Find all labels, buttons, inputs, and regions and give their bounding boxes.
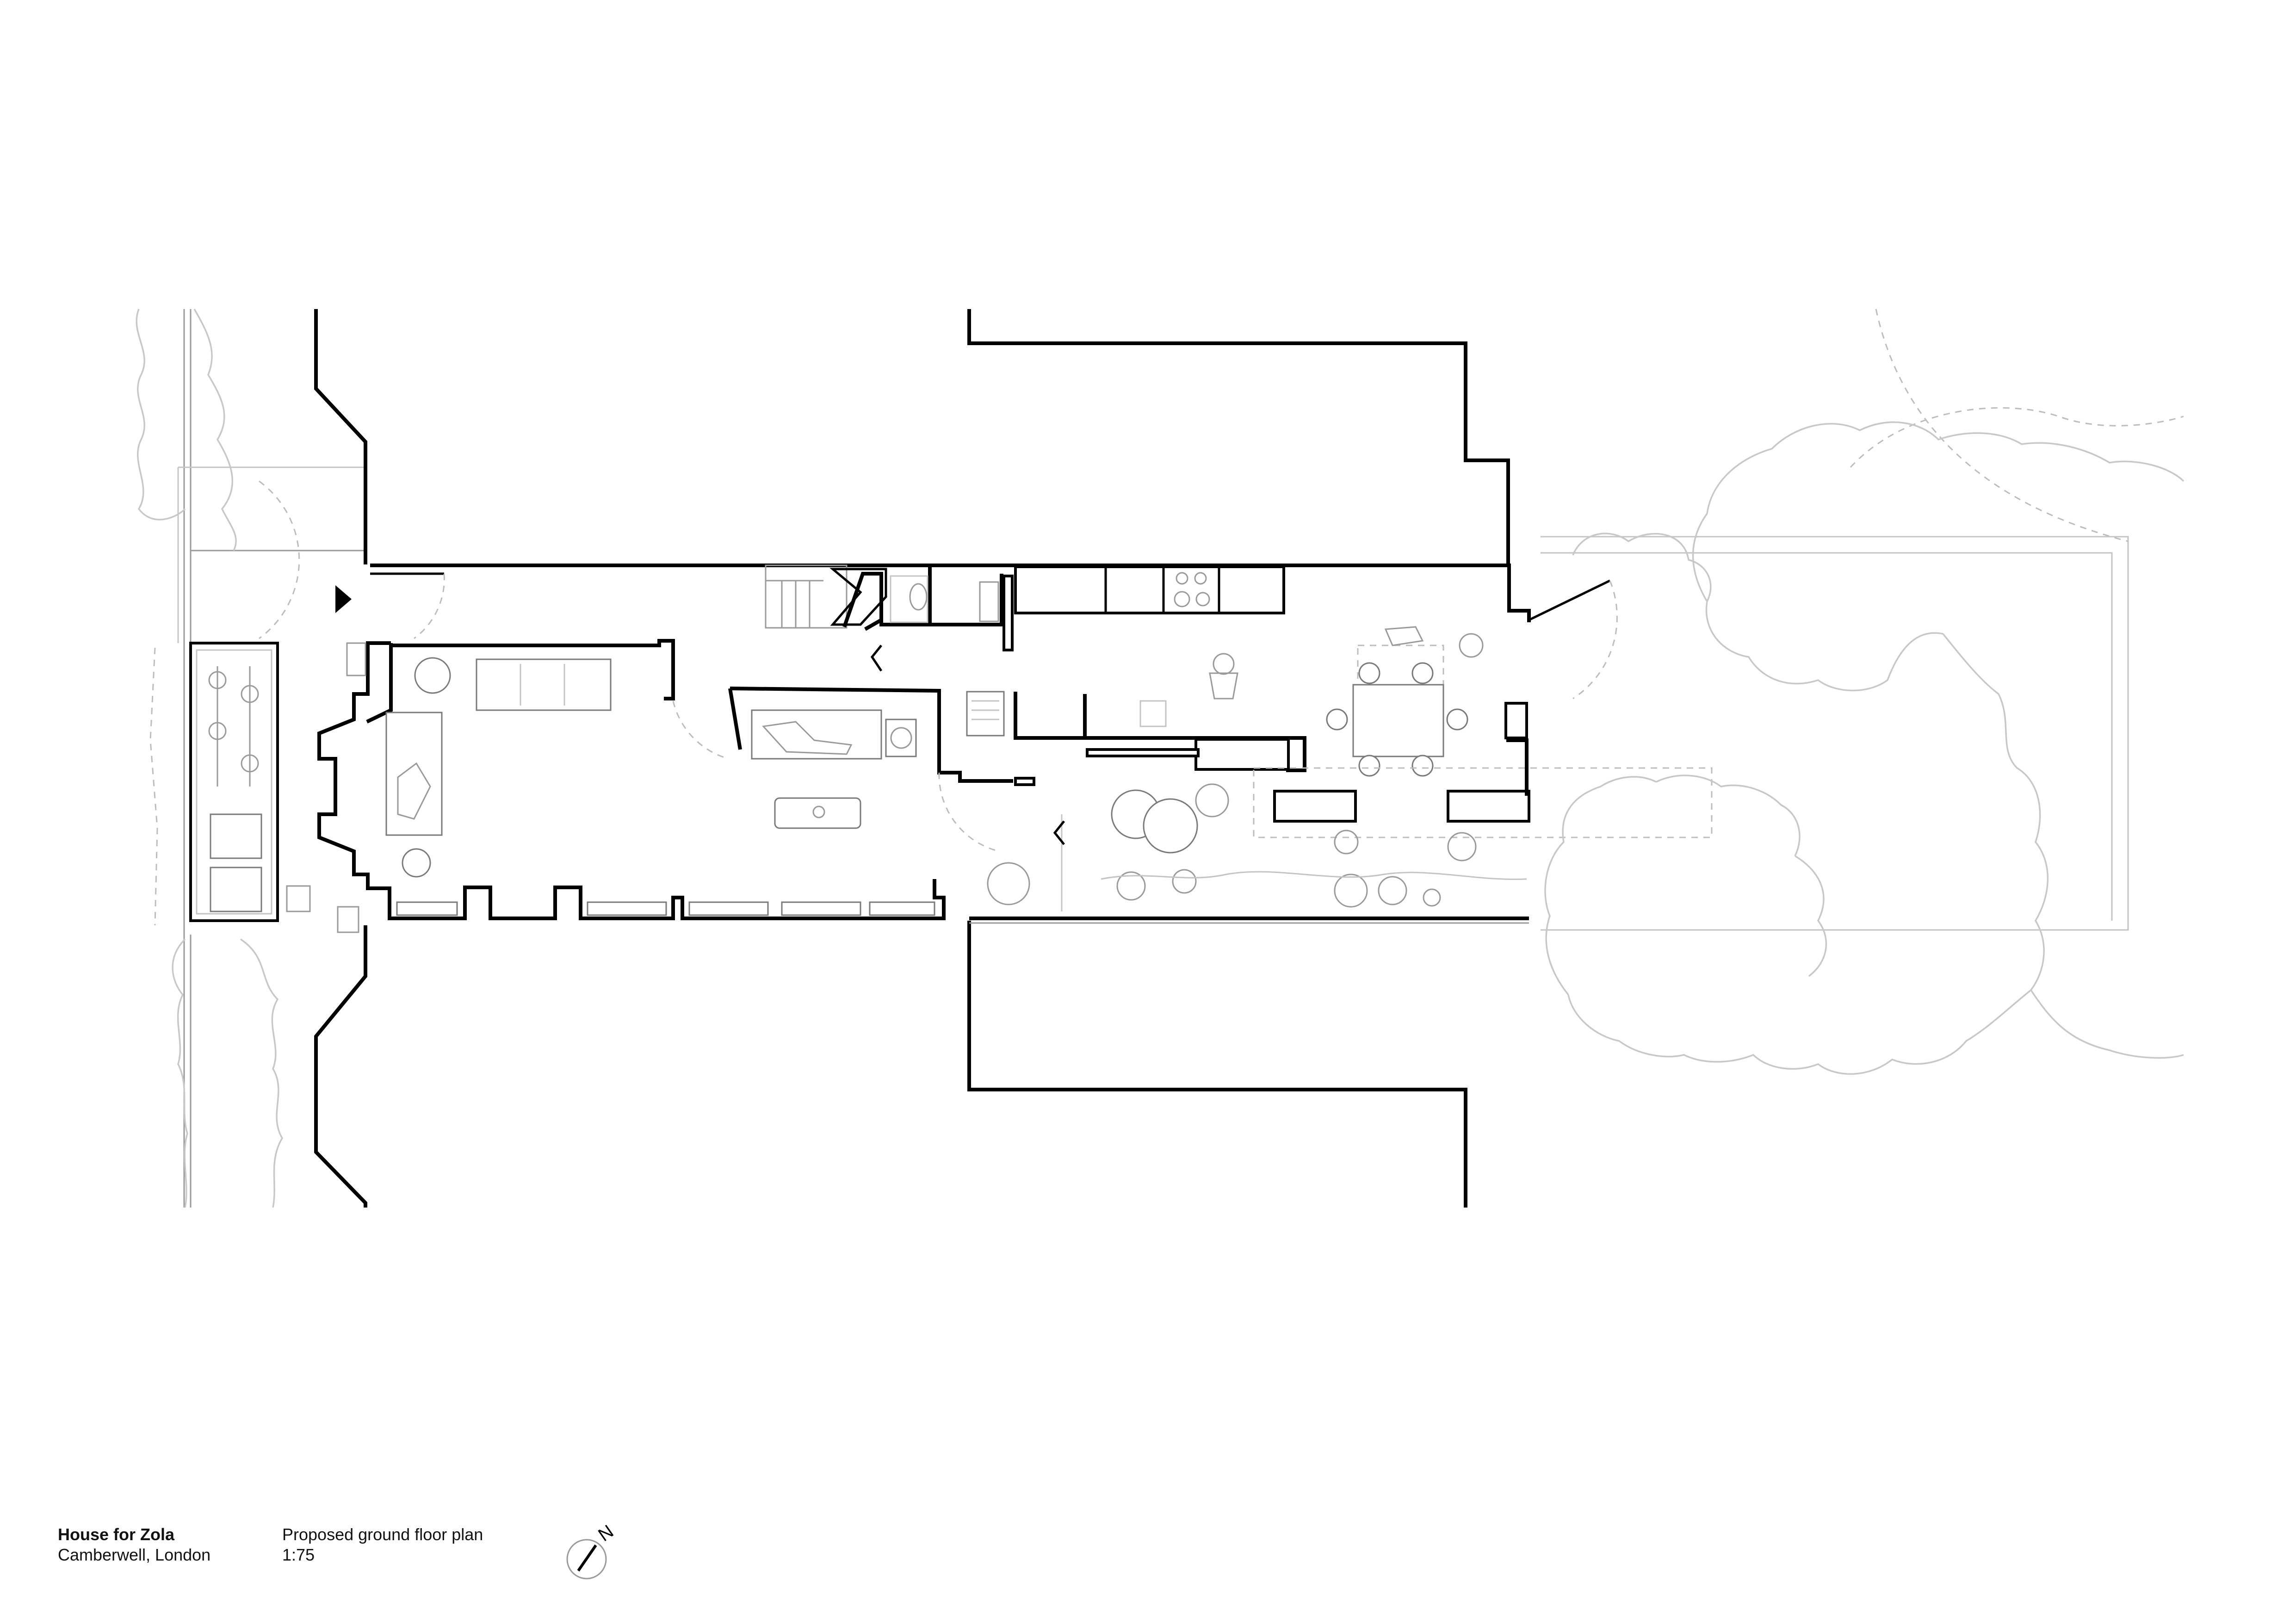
front-room-furniture [385, 657, 935, 916]
drawing-scale: 1:75 [282, 1545, 315, 1564]
rear-garden [1541, 309, 2185, 1075]
bike-store [189, 642, 359, 933]
person-figure [1209, 653, 1238, 700]
north-arrow-label: N [594, 1521, 617, 1546]
project-title-block: House for Zola Camberwell, London [58, 1524, 210, 1565]
entrance [335, 572, 445, 676]
project-location: Camberwell, London [58, 1545, 211, 1564]
rear-doors [1014, 579, 1618, 786]
courtyard [969, 767, 1713, 924]
bookshelf-row [396, 901, 935, 916]
street-hedge-bottom [172, 938, 284, 1208]
house-walls [317, 564, 1531, 920]
dining-area [1139, 626, 1484, 777]
kitchen-run [1014, 565, 1285, 614]
drawing-title: Proposed ground floor plan [282, 1525, 483, 1544]
section-markers [870, 644, 1065, 845]
entrance-arrow-icon [335, 585, 352, 613]
middle-room-furniture [751, 691, 1005, 852]
street-edge [149, 309, 365, 1208]
street-hedge-top [136, 309, 237, 551]
hob-icon [1174, 572, 1210, 607]
project-title: House for Zola [58, 1525, 175, 1544]
north-arrow-icon [566, 1539, 607, 1580]
party-walls [314, 309, 1510, 1208]
drawing-info-block: Proposed ground floor plan 1:75 [282, 1524, 483, 1565]
stair-core [765, 564, 1014, 651]
